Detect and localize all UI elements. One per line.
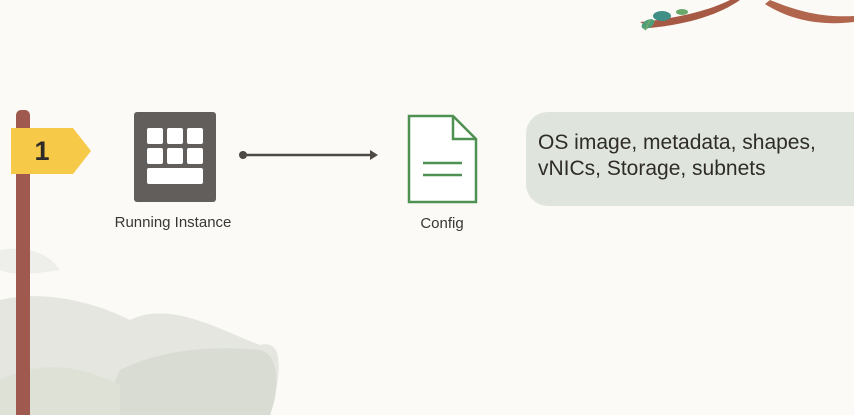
config-details-callout: OS image, metadata, shapes, vNICs, Stora… [526,112,854,206]
document-icon [407,114,478,204]
signpost-pole [16,110,30,415]
instance-label: Running Instance [114,214,232,231]
callout-line-2: vNICs, Storage, subnets [538,157,766,180]
branch-decoration [640,0,854,31]
config-label: Config [420,215,464,232]
instance-grid-icon [134,112,216,202]
step-number: 1 [34,136,50,166]
connector-arrow [239,150,378,160]
step-sign-icon [11,128,91,174]
callout-line-1: OS image, metadata, shapes, [538,131,816,154]
